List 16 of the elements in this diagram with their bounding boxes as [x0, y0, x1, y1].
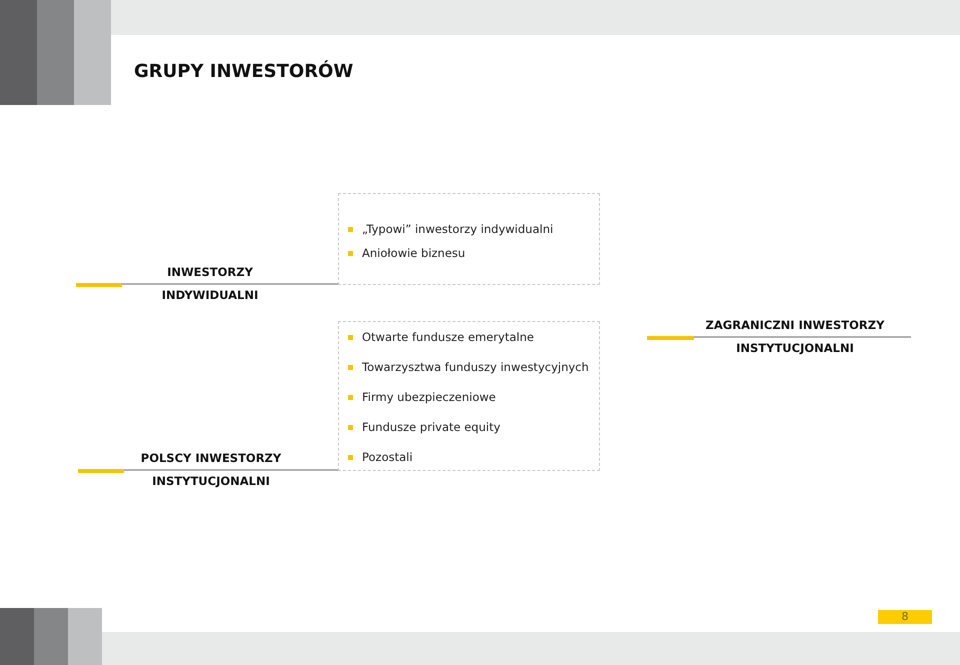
connector-line — [282, 469, 338, 471]
page-number: 8 — [878, 610, 932, 624]
group-heading: ZAGRANICZNI INWESTORZY INSTYTUCJONALNI — [704, 314, 886, 360]
list-item-text: Pozostali — [362, 450, 413, 464]
list-item-text: Towarzysztwa funduszy inwestycyjnych — [362, 360, 589, 374]
list-box — [338, 321, 600, 471]
group-heading: INWESTORZY INDYWIDUALNI — [160, 261, 260, 307]
list-box — [338, 193, 600, 285]
list-item-text: „Typowi” inwestorzy indywidualni — [362, 222, 554, 236]
list-item-text: Otwarte fundusze emerytalne — [362, 330, 534, 344]
list-item-text: Fundusze private equity — [362, 420, 500, 434]
group-heading: POLSCY INWESTORZY INSTYTUCJONALNI — [140, 447, 282, 493]
page-title: GRUPY INWESTORÓW — [134, 61, 354, 82]
list-item-text: Firmy ubezpieczeniowe — [362, 390, 496, 404]
list-item-text: Aniołowie biznesu — [362, 246, 466, 260]
connector-line — [260, 283, 338, 285]
